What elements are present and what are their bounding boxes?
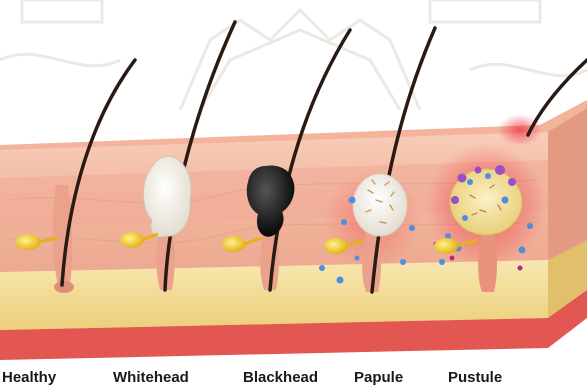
label-blackhead: Blackhead (243, 369, 318, 386)
label-papule: Papule (354, 369, 403, 386)
sebaceous-gland (15, 234, 41, 250)
label-pustule: Pustule (448, 369, 502, 386)
stage-labels: Healthy Whitehead Blackhead Papule Pustu… (0, 366, 587, 389)
whitehead-plug (143, 156, 191, 237)
papule-plug (353, 174, 407, 236)
watermark-emblem (0, 0, 587, 110)
label-healthy: Healthy (2, 369, 56, 386)
label-whitehead: Whitehead (113, 369, 189, 386)
